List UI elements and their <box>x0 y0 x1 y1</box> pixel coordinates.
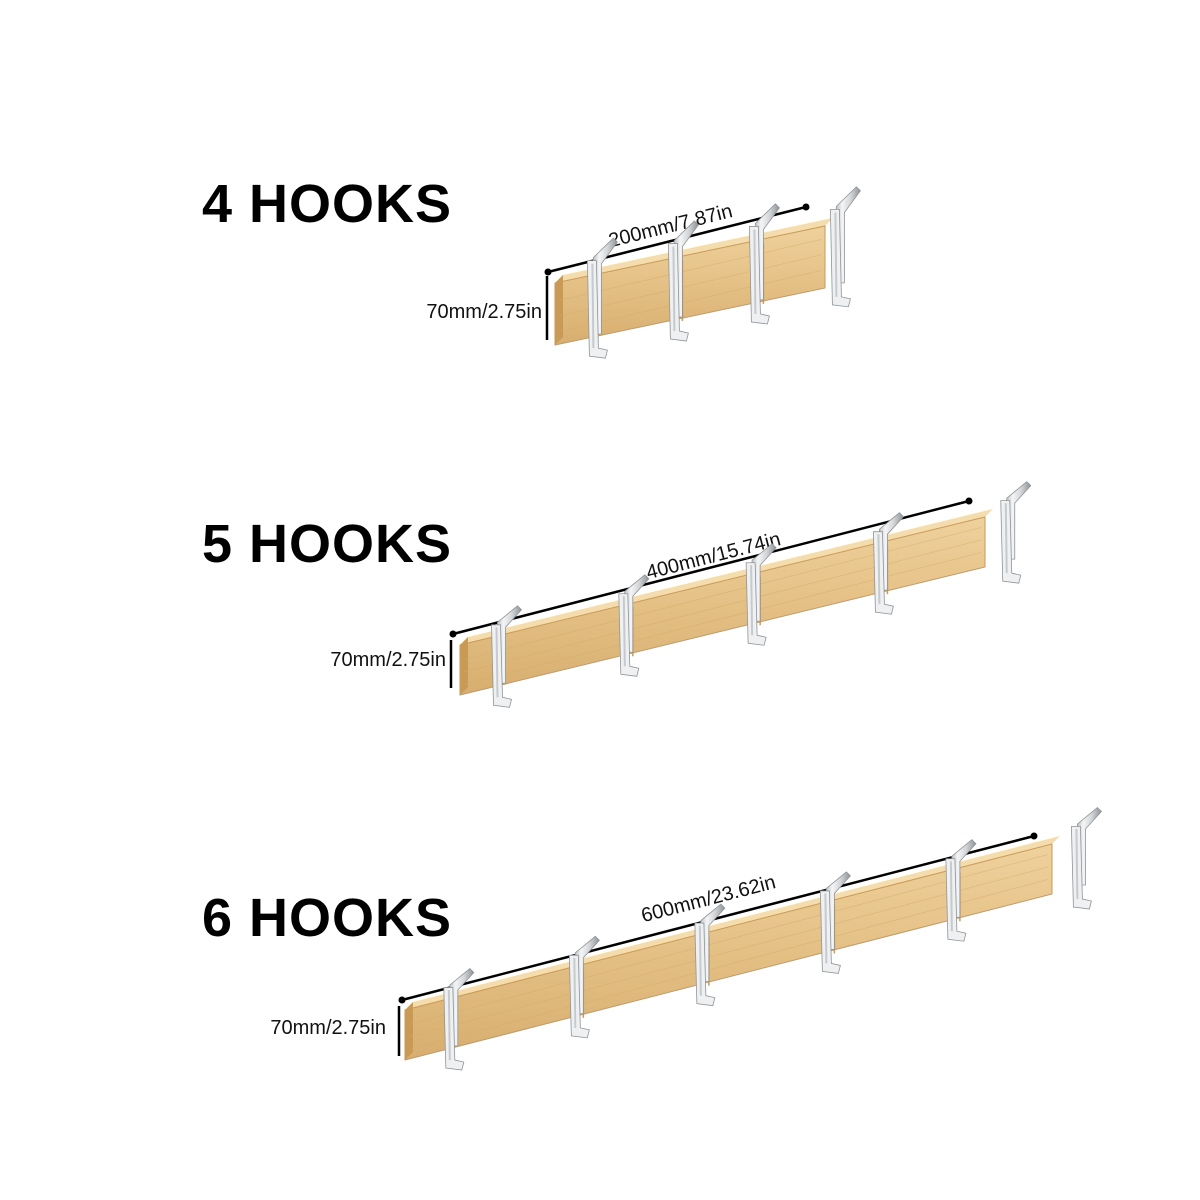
dimension-end-dot <box>802 203 810 211</box>
hook-icon <box>618 574 650 677</box>
rack-heading: 5 HOOKS <box>202 514 452 574</box>
rack-end-face <box>405 1002 413 1060</box>
hook-icon <box>1000 481 1032 584</box>
hook-icon <box>829 186 861 308</box>
rack-heading: 4 HOOKS <box>202 174 452 234</box>
hook-highlight <box>753 229 757 314</box>
rack-top-face <box>405 836 1060 1010</box>
rack-body <box>459 481 1032 708</box>
hook-icon <box>586 237 618 359</box>
height-label: 70mm/2.75in <box>270 1017 386 1039</box>
hook-icon <box>819 871 851 974</box>
hook-highlight <box>591 263 595 349</box>
wood-grain-line <box>408 866 1049 1038</box>
dimension-end-dot <box>398 996 406 1004</box>
hook-highlight <box>824 893 828 964</box>
wood-grain-line <box>408 854 1049 1025</box>
rack-end-face <box>460 637 468 695</box>
wood-grain-line <box>408 879 1049 1050</box>
dimension-end-dot <box>449 630 457 638</box>
wood-grain-line <box>558 254 822 317</box>
length-dimension-line <box>401 834 1035 1002</box>
rack-body <box>554 186 861 359</box>
rack-5-hooks: 5 HOOKS 400mm/15.74in 70mm/2.75in <box>202 481 1032 708</box>
dimension-end-dot <box>965 497 973 505</box>
hook-icon <box>667 220 699 342</box>
rack-heading: 6 HOOKS <box>202 888 452 948</box>
height-label: 70mm/2.75in <box>426 301 542 323</box>
hook-highlight <box>495 627 499 698</box>
wood-grain-line <box>558 239 822 301</box>
hook-highlight <box>573 957 577 1028</box>
rack-4-hooks: 4 HOOKS 200mm/7.87in 70mm/2.75in <box>202 174 861 359</box>
hook-highlight <box>1004 503 1008 574</box>
rack-end-face <box>555 275 563 345</box>
hook-highlight <box>750 565 754 636</box>
hook-highlight <box>877 534 881 605</box>
height-dimension: 70mm/2.75in <box>270 1006 401 1056</box>
hook-icon <box>1070 806 1102 910</box>
hook-icon <box>694 903 726 1007</box>
wood-grain-line <box>463 552 982 685</box>
hook-highlight <box>447 990 451 1061</box>
hook-highlight <box>698 925 702 996</box>
length-dimension-line <box>452 499 970 636</box>
rack-6-hooks: 6 HOOKS 600mm/23.62in 70mm/2.75in <box>202 806 1102 1071</box>
wood-grain-line <box>463 527 982 660</box>
hook-highlight <box>949 861 953 932</box>
wood-grain-line <box>463 539 982 673</box>
hook-icon <box>443 968 475 1071</box>
hook-icon <box>491 605 523 708</box>
dimension-end-dot <box>1030 832 1038 840</box>
hook-highlight <box>622 596 626 667</box>
dimension-end-dot <box>544 268 552 276</box>
height-label: 70mm/2.75in <box>330 649 446 671</box>
hook-highlight <box>1075 829 1079 900</box>
rack-body <box>404 806 1102 1071</box>
height-dimension: 70mm/2.75in <box>330 640 453 688</box>
hook-icon <box>748 203 780 325</box>
hook-icon <box>745 543 777 646</box>
hook-icon <box>945 839 977 942</box>
hook-icon <box>873 512 904 615</box>
hook-highlight <box>672 246 676 332</box>
wood-grain-line <box>558 270 822 332</box>
height-dimension: 70mm/2.75in <box>426 276 549 340</box>
hook-icon <box>568 935 600 1039</box>
hook-highlight <box>834 212 838 297</box>
rack-top-face <box>460 509 993 645</box>
